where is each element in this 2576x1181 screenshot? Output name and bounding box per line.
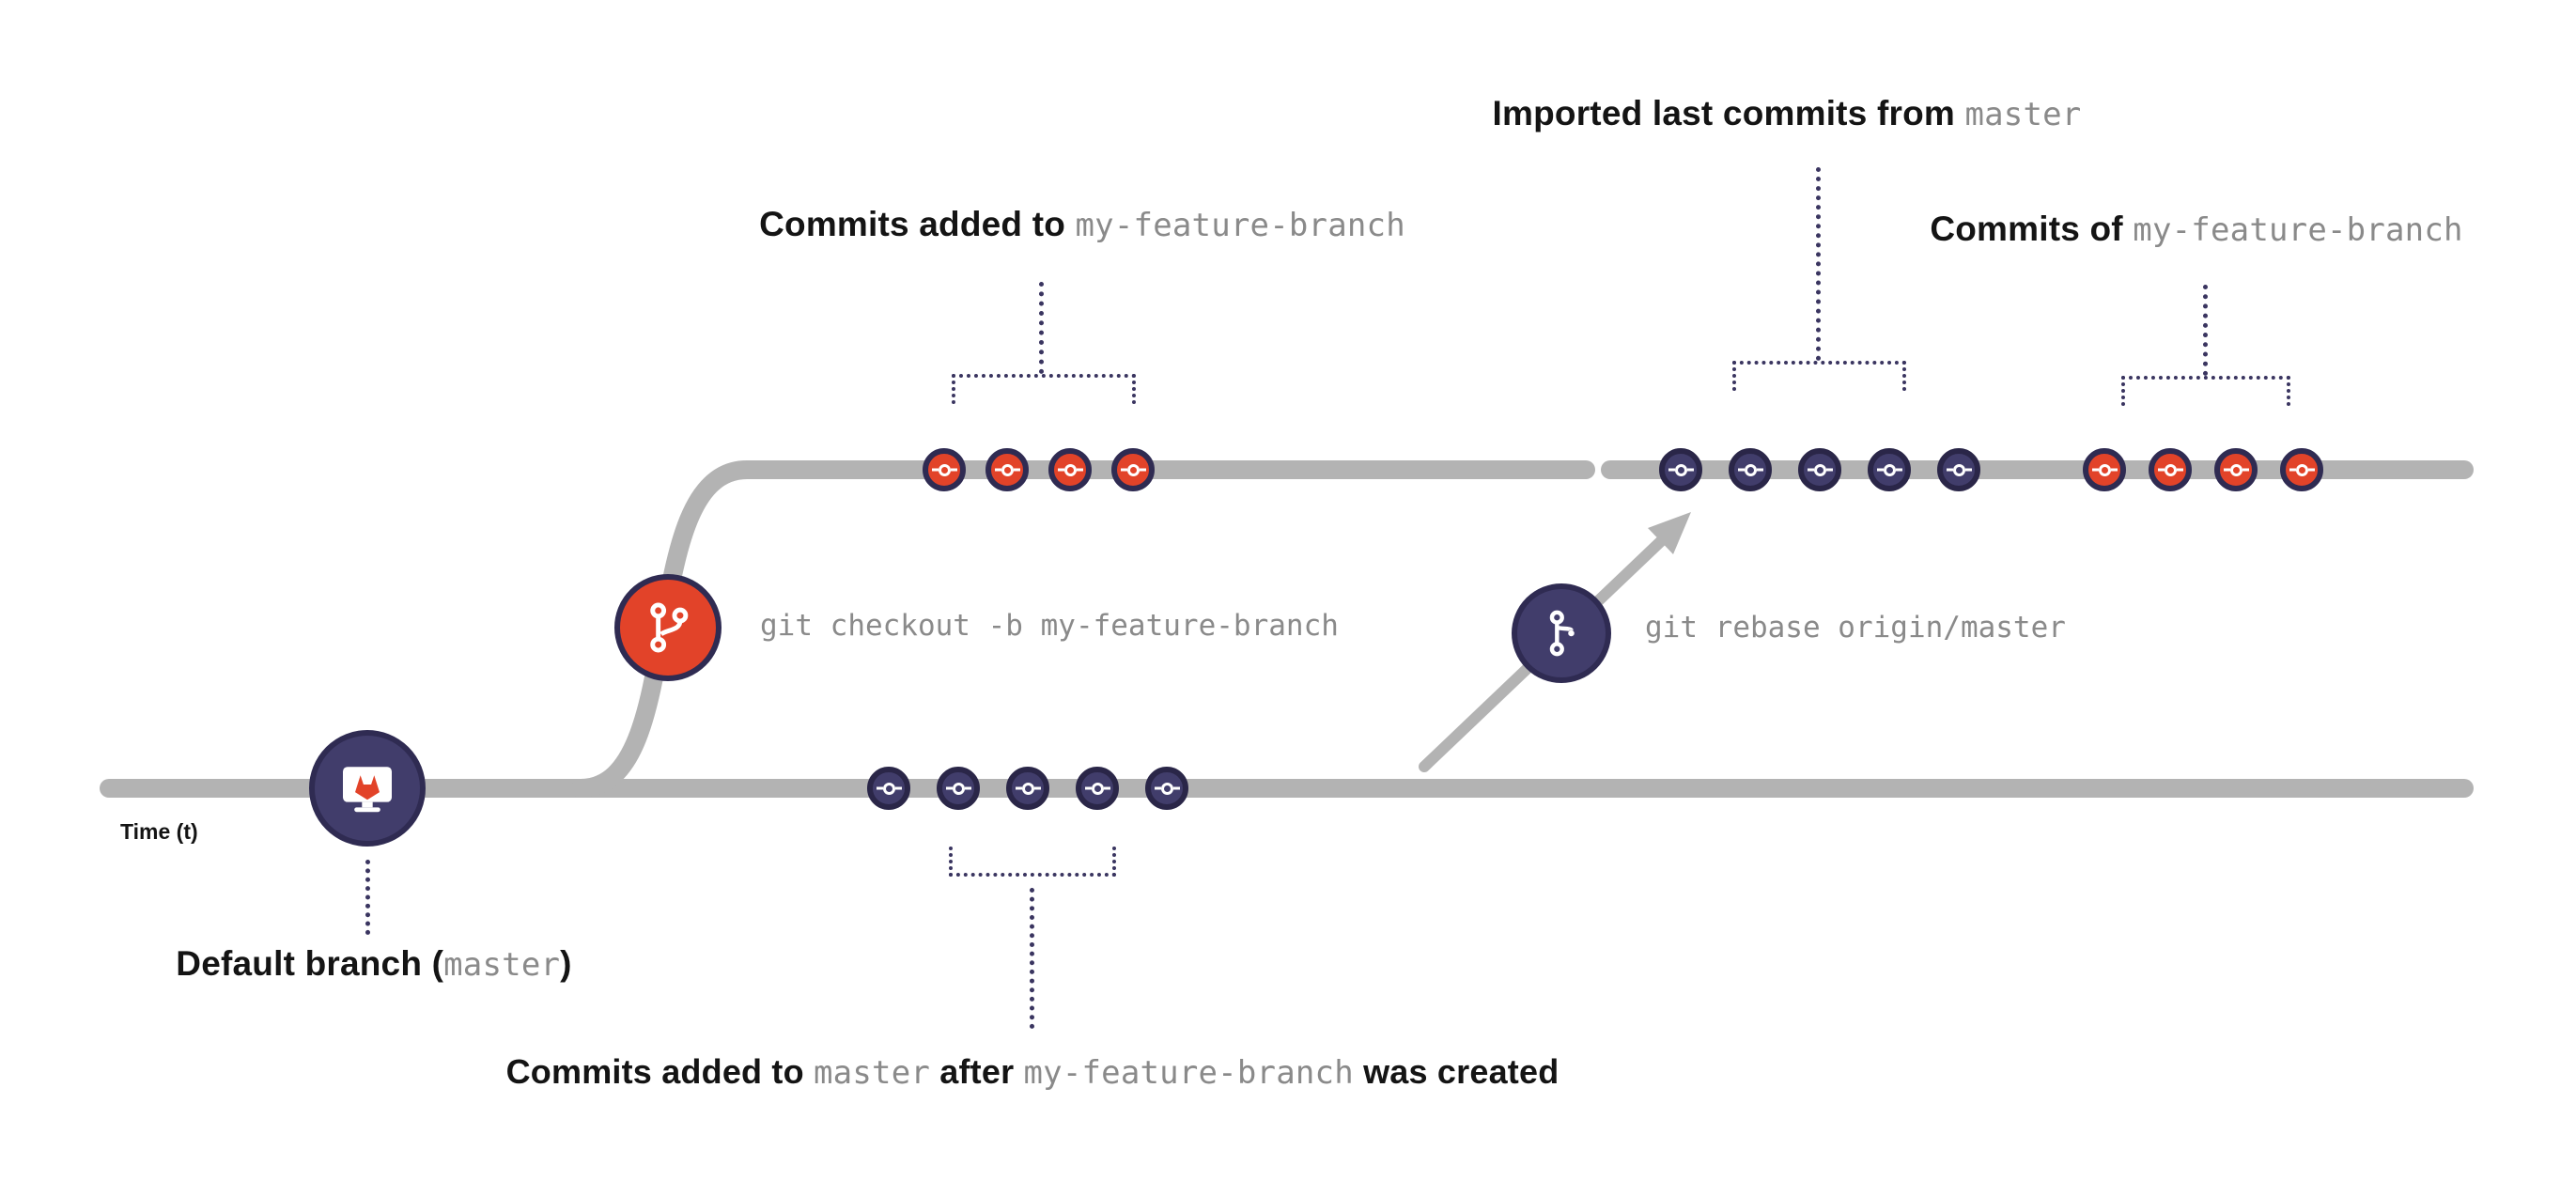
commit-icon <box>2295 463 2308 476</box>
commit-icon <box>1126 463 1140 476</box>
label-checkout-command: git checkout -b my-feature-branch <box>760 609 1339 643</box>
commit-icon <box>952 782 965 795</box>
label-imported-commits: Imported last commits from master <box>1493 94 2082 133</box>
commit-icon <box>882 782 895 795</box>
commit-node <box>1048 448 1092 491</box>
label-text: Commits of <box>1930 210 2134 248</box>
label-rebase-command: git rebase origin/master <box>1645 611 2066 645</box>
label-mono-text: master <box>814 1054 931 1092</box>
dotted-connector-default-branch <box>365 860 370 935</box>
commit-node <box>923 448 966 491</box>
commit-icon <box>2229 463 2242 476</box>
commit-node <box>1659 448 1702 491</box>
commit-group-imported <box>1659 448 1980 491</box>
git-rebase-icon <box>1549 610 1575 657</box>
label-time-axis: Time (t) <box>120 819 198 844</box>
commit-node <box>1937 448 1980 491</box>
commit-node <box>937 767 980 810</box>
label-default-branch: Default branch (master) <box>176 944 571 984</box>
commit-icon <box>1160 782 1173 795</box>
gitlab-node <box>309 730 426 847</box>
commit-node <box>1145 767 1188 810</box>
bracket-imported <box>1732 361 1906 391</box>
commit-icon <box>938 463 951 476</box>
label-text: Commits added to <box>505 1052 815 1091</box>
label-master-added: Commits added to master after my-feature… <box>506 1052 1560 1092</box>
commit-group-feature-rebased <box>2083 448 2323 491</box>
commit-node <box>1006 767 1049 810</box>
bracket-master-added <box>949 847 1116 877</box>
commit-icon <box>2164 463 2177 476</box>
commit-node <box>2280 448 2323 491</box>
commit-node <box>1798 448 1841 491</box>
commit-group-master-added <box>867 767 1188 810</box>
label-text: after <box>930 1052 1024 1091</box>
dotted-connector-feature-rebased <box>2203 285 2208 376</box>
label-mono-text: my-feature-branch <box>1023 1054 1354 1092</box>
commit-node <box>1868 448 1911 491</box>
label-mono-text: my-feature-branch <box>1075 207 1405 244</box>
commit-icon <box>1001 463 1014 476</box>
commit-icon <box>2098 463 2111 476</box>
bracket-feature-rebased <box>2121 376 2290 406</box>
commit-icon <box>1883 463 1896 476</box>
commit-node <box>1111 448 1155 491</box>
commit-node <box>2214 448 2258 491</box>
commit-icon <box>1813 463 1826 476</box>
dotted-connector-master-added <box>1030 888 1034 1029</box>
commit-icon <box>1744 463 1757 476</box>
commit-icon <box>1063 463 1077 476</box>
commit-node <box>1076 767 1119 810</box>
label-mono-text: master <box>443 946 561 984</box>
dotted-connector-imported <box>1816 167 1821 361</box>
label-text: Commits added to <box>759 205 1076 243</box>
commit-node <box>867 767 910 810</box>
rebase-arrow-head <box>1648 512 1691 554</box>
rebase-node <box>1512 583 1611 683</box>
branch-checkout-node <box>614 574 722 681</box>
label-feature-added: Commits added to my-feature-branch <box>759 205 1405 244</box>
label-text: was created <box>1353 1052 1560 1091</box>
label-feature-commits: Commits of my-feature-branch <box>1930 210 2462 249</box>
commit-group-feature-added <box>923 448 1155 491</box>
commit-node <box>1729 448 1772 491</box>
commit-node <box>2083 448 2126 491</box>
commit-icon <box>1674 463 1687 476</box>
commit-icon <box>1091 782 1104 795</box>
label-text: Imported last commits from <box>1492 94 1965 132</box>
bracket-feature-added <box>952 374 1136 404</box>
gitlab-monitor-icon <box>343 767 392 813</box>
label-mono-text: master <box>1964 96 2082 133</box>
commit-icon <box>1952 463 1965 476</box>
dotted-connector-feature-added <box>1039 282 1044 374</box>
commit-node <box>985 448 1029 491</box>
label-mono-text: my-feature-branch <box>2133 211 2463 249</box>
label-text: Default branch ( <box>176 944 444 983</box>
git-branch-icon <box>650 602 689 653</box>
commit-icon <box>1021 782 1034 795</box>
commit-node <box>2149 448 2192 491</box>
label-text: ) <box>560 944 572 983</box>
